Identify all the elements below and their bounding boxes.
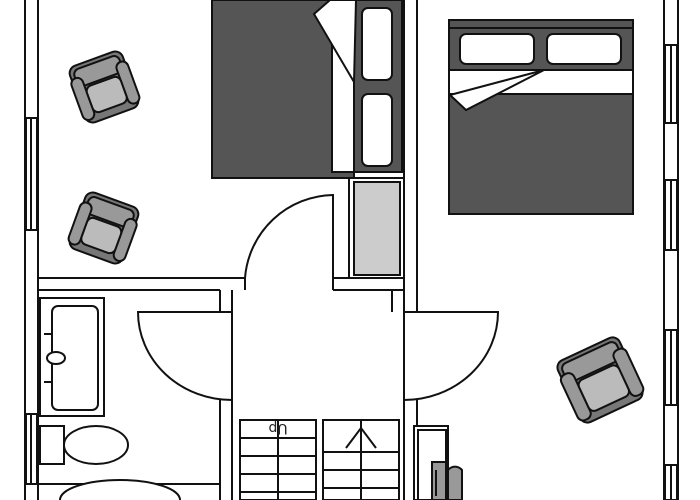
window-icon — [25, 44, 678, 500]
bed-icon — [448, 19, 634, 215]
toilet-icon — [39, 425, 129, 465]
armchair-icon — [556, 336, 645, 424]
armchair-icon — [67, 191, 140, 265]
stairs-icon — [239, 419, 400, 500]
bathroom-fixture-icon — [59, 479, 181, 500]
wardrobe-icon — [348, 177, 405, 279]
bathtub-icon — [39, 297, 105, 417]
armchair-icon — [68, 50, 141, 124]
bunk-bed-icon — [211, 0, 403, 179]
stairs-label: Up — [268, 420, 287, 436]
telephone-icon — [413, 425, 463, 500]
door-swing-icon — [136, 193, 500, 402]
